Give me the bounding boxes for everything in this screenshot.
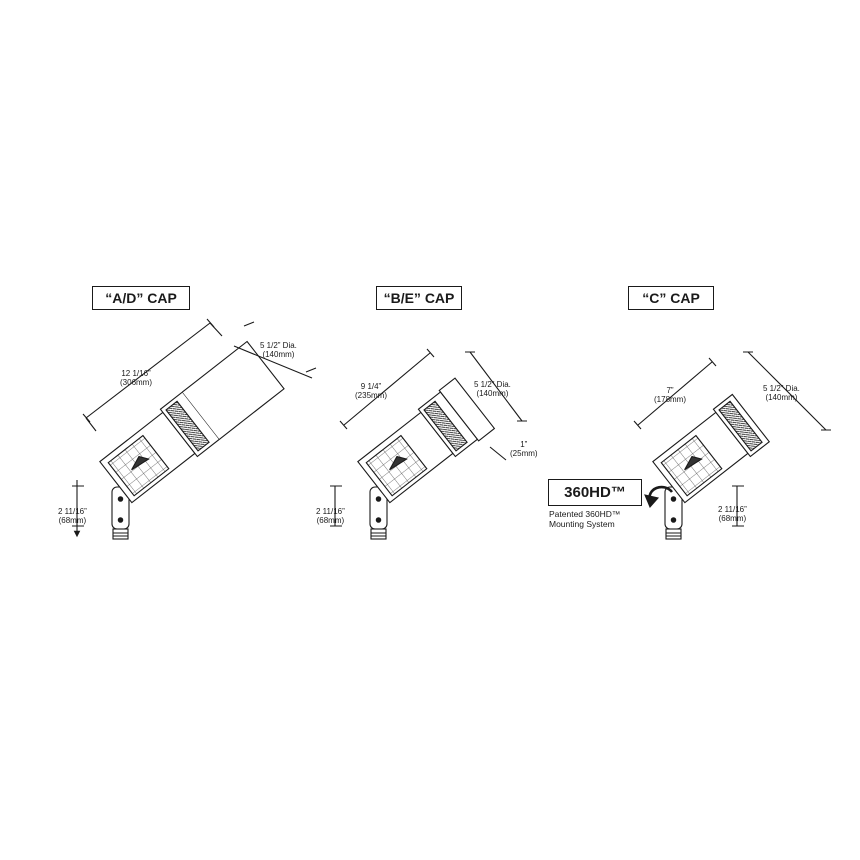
cooling-fins — [165, 400, 210, 452]
be-cap-in: 1” — [520, 440, 528, 449]
shroud-cap — [438, 377, 496, 442]
be-dia-mm: (140mm) — [476, 389, 509, 398]
mount-caption-line1: Patented 360HD™ — [549, 509, 621, 519]
ad-dia-in: 5 1/2” Dia. — [260, 341, 297, 350]
ad-mount-mm: (68mm) — [58, 516, 87, 525]
be-length-in: 9 1/4” — [360, 382, 382, 391]
ad-dia-dimension: 5 1/2” Dia. (140mm) — [260, 341, 297, 359]
be-mount-mm: (68mm) — [316, 516, 345, 525]
cooling-fins — [423, 400, 468, 452]
be-length-dimension: 9 1/4” (235mm) — [355, 382, 387, 400]
fixture-be-drawing — [330, 348, 527, 540]
mount-caption: Patented 360HD™ Mounting System — [549, 509, 620, 529]
shroud-cap — [182, 340, 285, 440]
mount-caption-line2: Mounting System — [549, 519, 615, 529]
ad-mount-in: 2 11/16” — [58, 507, 87, 516]
mount-badge: 360HD™ — [548, 479, 642, 506]
title-ad-cap: “A/D” CAP — [92, 286, 190, 310]
c-length-mm: (178mm) — [654, 395, 687, 404]
ad-dia-mm: (140mm) — [262, 350, 295, 359]
c-mount-mm: (68mm) — [718, 514, 747, 523]
ad-length-in: 12 1/16” — [121, 369, 151, 378]
be-dia-dimension: 5 1/2” Dia. (140mm) — [474, 380, 511, 398]
be-cap-mm: (25mm) — [510, 449, 538, 458]
c-length-in: 7” — [666, 386, 674, 395]
fixture-ad-drawing — [72, 318, 317, 540]
c-dia-dimension: 5 1/2” Dia. (140mm) — [763, 384, 800, 402]
cooling-fins — [718, 400, 763, 452]
be-mount-dimension: 2 11/16” (68mm) — [316, 507, 345, 525]
c-mount-dimension: 2 11/16” (68mm) — [718, 505, 747, 523]
ad-length-dimension: 12 1/16” (306mm) — [120, 369, 152, 387]
be-dia-in: 5 1/2” Dia. — [474, 380, 511, 389]
title-c-cap: “C” CAP — [628, 286, 714, 310]
c-dia-in: 5 1/2” Dia. — [763, 384, 800, 393]
ad-length-mm: (306mm) — [120, 378, 153, 387]
fixture-c-drawing — [633, 351, 831, 540]
be-length-mm: (235mm) — [355, 391, 388, 400]
c-length-dimension: 7” (178mm) — [654, 386, 686, 404]
be-cap-dimension: 1” (25mm) — [510, 440, 538, 458]
title-be-cap: “B/E” CAP — [376, 286, 462, 310]
c-dia-mm: (140mm) — [765, 393, 798, 402]
c-mount-in: 2 11/16” — [718, 505, 747, 514]
ad-mount-dimension: 2 11/16” (68mm) — [58, 507, 87, 525]
be-mount-in: 2 11/16” — [316, 507, 345, 516]
